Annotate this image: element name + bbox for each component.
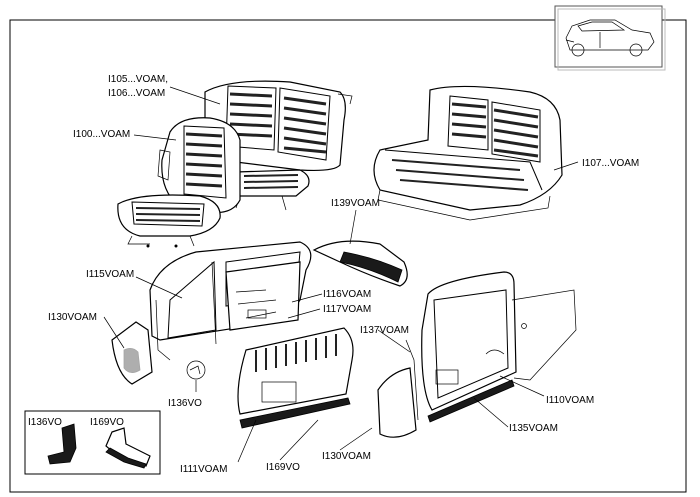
inset-label-i136: I136VO xyxy=(28,417,62,428)
kick-panel-left xyxy=(111,321,153,385)
label-i115: I115VOAM xyxy=(86,269,134,280)
rear-seat-cushion xyxy=(233,169,310,211)
label-i130-bottom: I130VOAM xyxy=(322,451,371,462)
label-i116: I116VOAM xyxy=(323,289,371,300)
clip-inset xyxy=(24,410,161,475)
label-i137: I137VOAM xyxy=(360,325,409,336)
inset-label-i169: I169VO xyxy=(90,417,124,428)
diagram-frame xyxy=(9,19,687,493)
label-i139: I139VOAM xyxy=(331,198,380,209)
car-thumbnail xyxy=(554,5,666,71)
label-i105-i106-line1: I105...VOAM, xyxy=(108,74,168,85)
label-i136: I136VO xyxy=(168,398,202,409)
label-i130-left: I130VOAM xyxy=(48,312,97,323)
label-i169: I169VO xyxy=(266,462,300,473)
kick-panel-right xyxy=(377,339,419,438)
door-trim-panel xyxy=(237,327,354,429)
label-i110: I110VOAM xyxy=(546,395,594,406)
label-i100: I100...VOAM xyxy=(73,129,130,140)
label-i135: I135VOAM xyxy=(509,423,558,434)
label-i107: I107...VOAM xyxy=(582,158,639,169)
label-i105-i106-line2: I106...VOAM xyxy=(108,88,165,99)
bench-seat xyxy=(373,85,563,221)
front-seat xyxy=(117,117,241,248)
label-i117: I117VOAM xyxy=(323,304,371,315)
right-door xyxy=(421,271,577,423)
label-i111: I111VOAM xyxy=(180,464,227,475)
leader-lines xyxy=(103,86,579,463)
armrest xyxy=(312,240,408,287)
door-panel xyxy=(225,261,301,331)
